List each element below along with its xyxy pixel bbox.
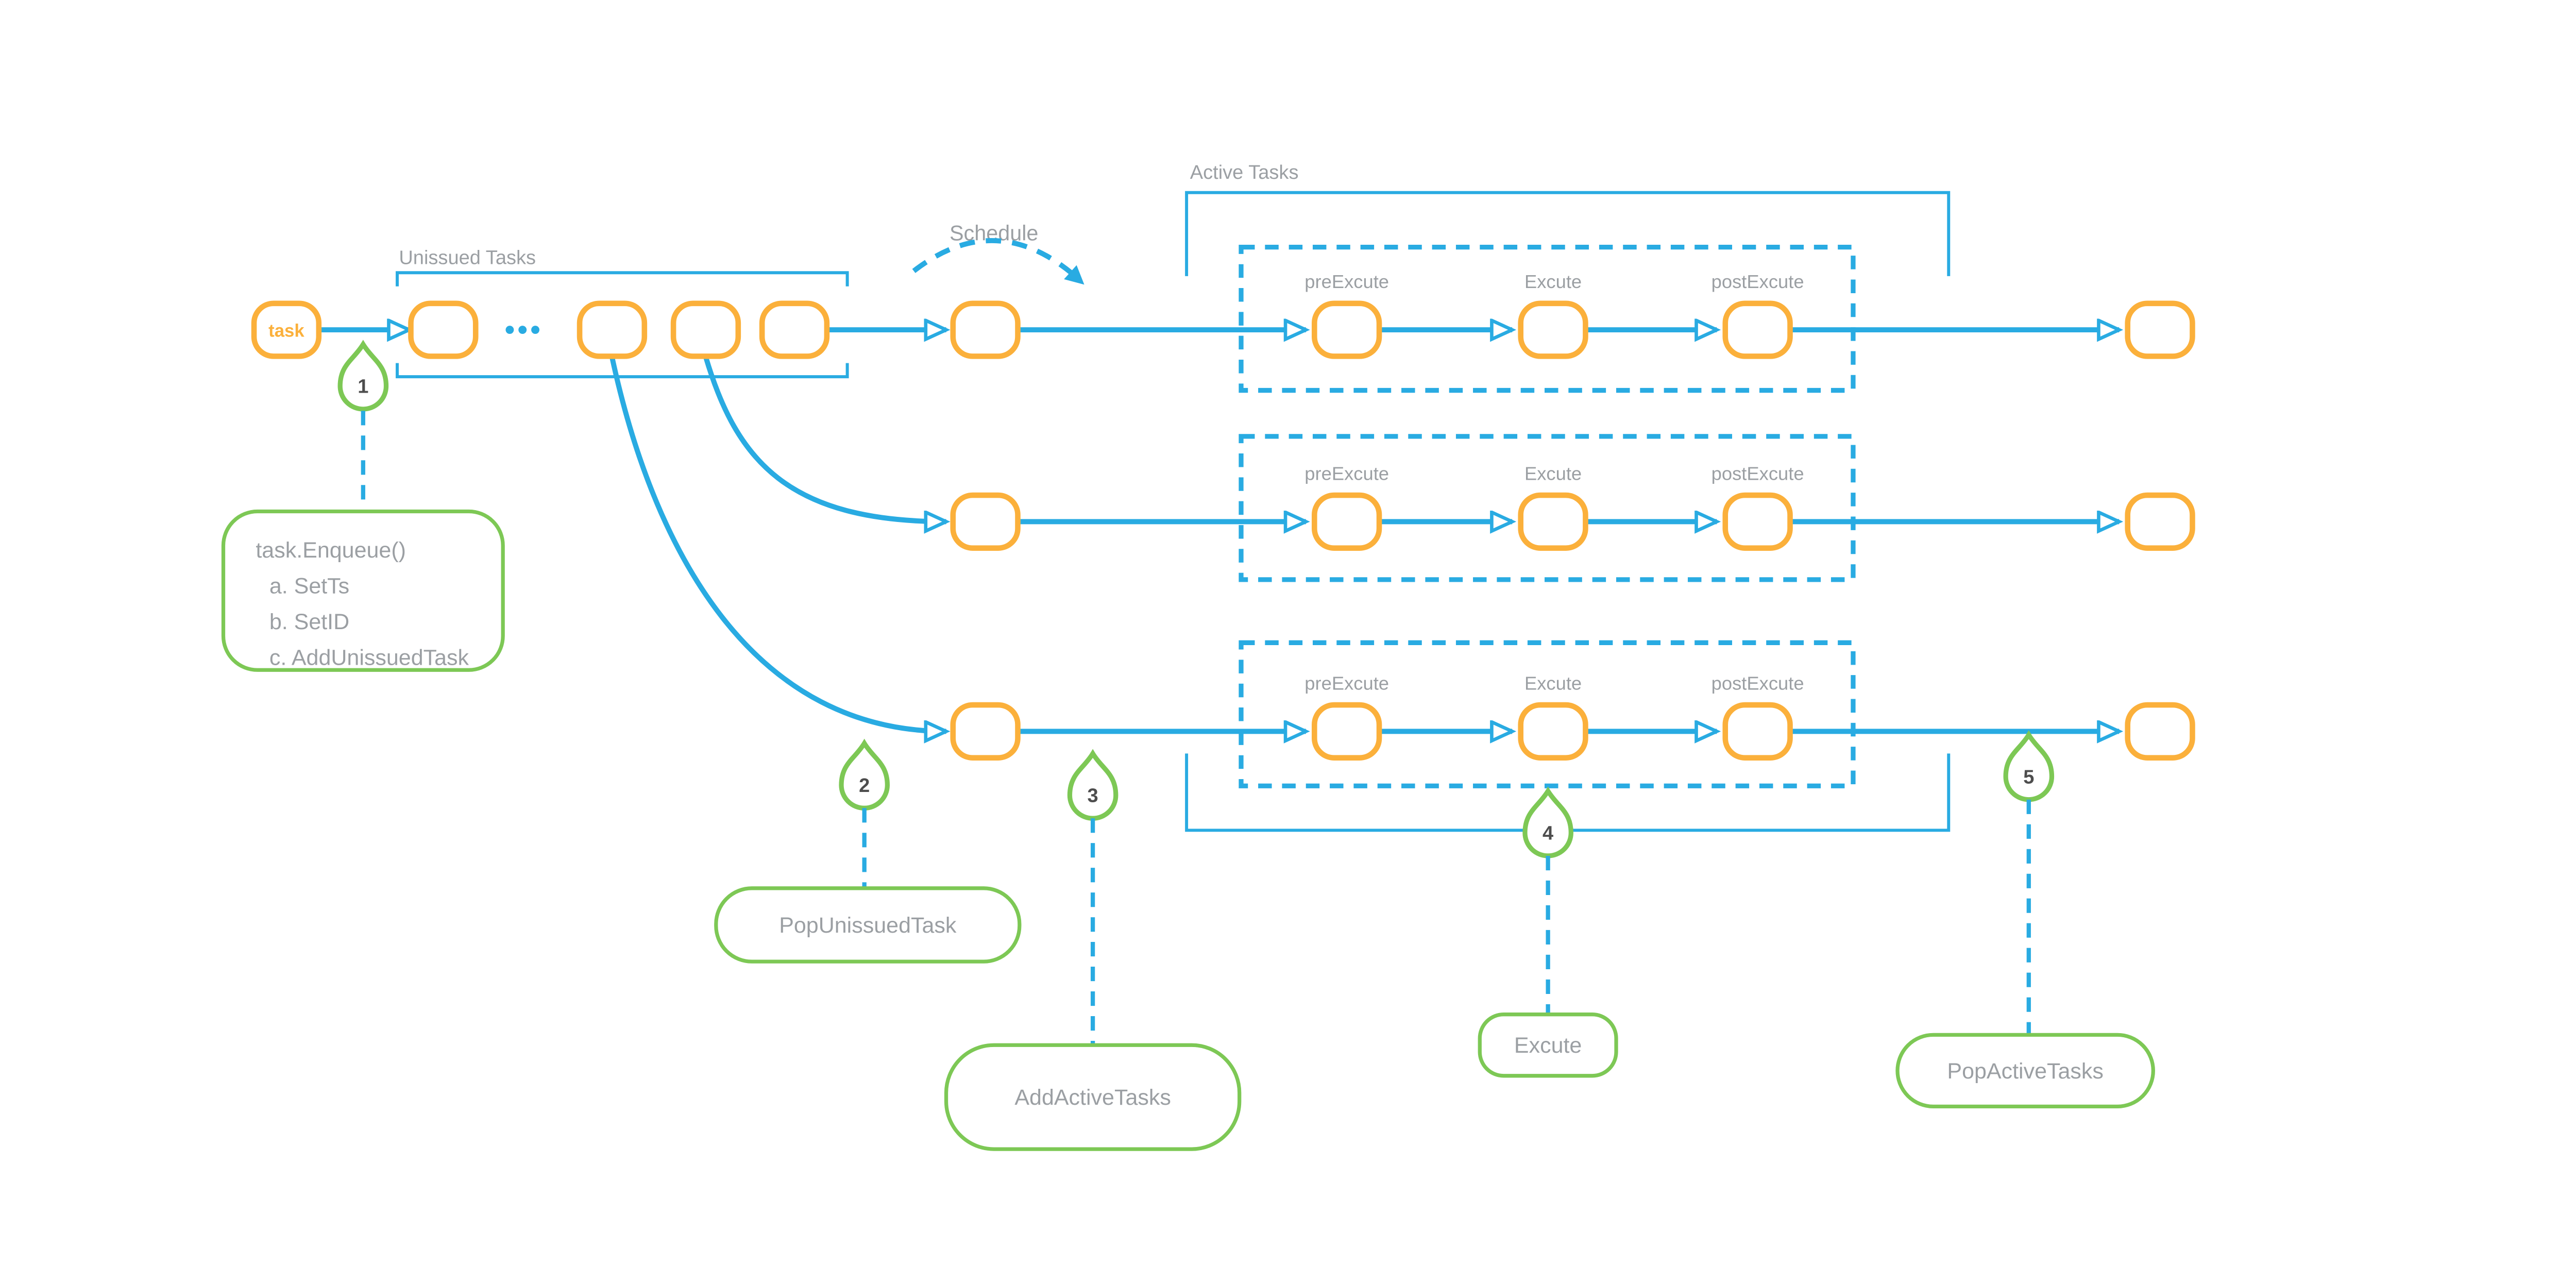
row1-excute-node <box>1518 300 1588 359</box>
teardrop-pin-icon <box>337 340 389 412</box>
marker-5-number: 5 <box>2023 766 2034 788</box>
annotation-pop-active-tasks: PopActiveTasks <box>1895 1033 2155 1109</box>
teardrop-pin-icon <box>2003 730 2055 802</box>
marker-2-number: 2 <box>859 775 870 797</box>
annotation-pop-unissued-task: PopUnissuedTask <box>714 886 1022 964</box>
annotation-box <box>221 509 505 672</box>
row2-excute-label: Excute <box>1524 463 1582 484</box>
marker-3-number: 3 <box>1088 785 1098 807</box>
annotation-box <box>1895 1033 2155 1109</box>
marker-4-pin: 4 <box>1522 786 1573 1015</box>
annotation-box <box>714 886 1022 964</box>
row3-preexcute-node <box>1311 702 1382 761</box>
row2-postexcute-node <box>1722 492 1793 551</box>
row1-postexcute-node <box>1722 300 1793 359</box>
row2-preexcute-label: preExcute <box>1304 463 1389 484</box>
annotation-box <box>1478 1013 1618 1078</box>
row1-end-node <box>2125 300 2195 359</box>
row2-end-node <box>2125 492 2195 551</box>
row2-postexcute-label: postExcute <box>1711 463 1804 484</box>
active-bracket-top <box>1185 191 1951 276</box>
excute-label: Excute <box>1514 1033 1582 1058</box>
execution-dashed-box-row2 <box>1239 434 1856 582</box>
queue-node <box>408 300 479 359</box>
row3-end-node <box>2125 702 2195 761</box>
schedule-arc-arrow: Schedule <box>912 221 1084 285</box>
task-node <box>251 300 322 359</box>
queue-node <box>670 300 741 359</box>
row3-excute-label: Excute <box>1524 672 1582 694</box>
schedule-arc-arrowhead-icon <box>1064 265 1084 285</box>
row3-postexcute-node <box>1722 702 1793 761</box>
curve-queue-to-row2 <box>703 356 946 521</box>
row1-postexcute-label: postExcute <box>1711 271 1804 292</box>
annotation-add-active-tasks: AddActiveTasks <box>944 1043 1242 1151</box>
row2-excute-node <box>1518 492 1588 551</box>
annotation-box <box>944 1043 1242 1151</box>
row1-preexcute-node <box>1311 300 1382 359</box>
annotation-excute: Excute <box>1478 1013 1618 1078</box>
marker-1-number: 1 <box>358 376 368 398</box>
row1-start-node <box>950 300 1021 359</box>
curve-queue-to-row3 <box>609 356 946 731</box>
marker-2-pin: 2 <box>839 738 890 888</box>
marker-4-number: 4 <box>1543 823 1553 845</box>
unissued-tasks-bracket: Unissued Tasks <box>396 247 849 379</box>
row3-excute-node <box>1518 702 1588 761</box>
schedule-dashed-arc <box>912 238 1081 282</box>
row3-postexcute-label: postExcute <box>1711 672 1804 694</box>
row1-excute-label: Excute <box>1524 271 1582 292</box>
row3-preexcute-label: preExcute <box>1304 672 1389 694</box>
pop-active-label: PopActiveTasks <box>1947 1059 2104 1084</box>
row2-preexcute-node <box>1311 492 1382 551</box>
queue-node <box>577 300 648 359</box>
enqueue-label: task.Enqueue() <box>256 538 406 563</box>
row3-start-node <box>950 702 1021 761</box>
queue-ellipsis-dots-icon <box>505 326 539 334</box>
task-source-node: task <box>251 300 322 359</box>
marker-5-pin: 5 <box>2003 730 2055 1035</box>
row2-start-node <box>950 492 1021 551</box>
enqueue-sub-item: a. SetTs <box>269 573 349 598</box>
add-active-label: AddActiveTasks <box>1014 1085 1171 1110</box>
marker-3-pin: 3 <box>1067 749 1118 1045</box>
pop-unissued-label: PopUnissuedTask <box>779 913 957 938</box>
active-tasks-label: Active Tasks <box>1190 162 1299 183</box>
flow-arrows <box>318 330 2119 731</box>
enqueue-sub-item: c. AddUnissuedTask <box>269 645 469 670</box>
unissued-tasks-label: Unissued Tasks <box>399 247 536 269</box>
unissued-bracket-top <box>396 271 849 286</box>
enqueue-sub-item: b. SetID <box>269 610 349 634</box>
row1-preexcute-label: preExcute <box>1304 271 1389 292</box>
task-node-label: task <box>268 321 304 341</box>
marker-1-pin: 1 <box>337 340 389 512</box>
annotation-task-enqueue: task.Enqueue() a. SetTs b. SetID c. AddU… <box>221 509 505 672</box>
unissued-bracket-bottom <box>396 363 849 379</box>
execution-dashed-box-row3 <box>1239 640 1856 788</box>
execution-dashed-box-row1 <box>1239 244 1856 393</box>
queue-node <box>759 300 830 359</box>
